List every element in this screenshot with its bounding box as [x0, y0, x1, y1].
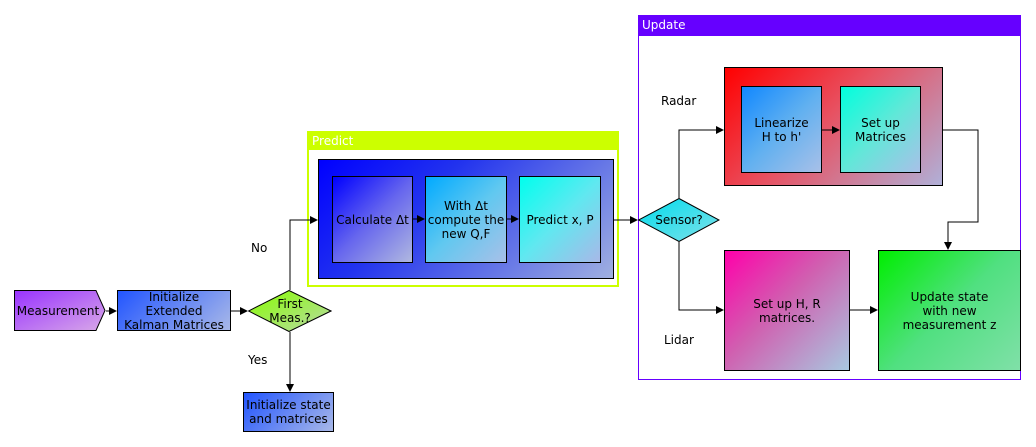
- radar-label: Radar: [661, 94, 697, 108]
- yes-label: Yes: [248, 353, 268, 367]
- linearize-box: Linearize H to h': [741, 86, 822, 173]
- arrow-first-meas-no: [289, 216, 318, 290]
- setup-hr-box: Set up H, R matrices.: [724, 250, 850, 371]
- initialize-ekf-box: Initialize Extended Kalman Matrices: [117, 290, 231, 332]
- update-container: Update: [638, 15, 1021, 380]
- predict-title: Predict: [309, 133, 617, 150]
- first-meas-label: First Meas.?: [269, 297, 311, 325]
- arrow-sensor-radar: [678, 126, 724, 198]
- lidar-label: Lidar: [664, 333, 694, 347]
- measurement-label: Measurement: [16, 303, 100, 318]
- predict-xp-box: Predict x, P: [519, 176, 601, 263]
- compute-qf-box: With Δt compute the new Q,F: [425, 176, 507, 263]
- arrow-sensor-lidar: [678, 242, 724, 314]
- calculate-dt-box: Calculate Δt: [332, 176, 413, 263]
- setup-matrices-box: Set up Matrices: [840, 86, 921, 173]
- sensor-diamond: [638, 198, 720, 242]
- no-label: No: [251, 241, 268, 255]
- first-meas-diamond: [248, 290, 332, 332]
- predict-container: Predict: [307, 131, 619, 287]
- initialize-state-box: Initialize state and matrices: [243, 392, 334, 432]
- measurement-node: [14, 290, 106, 331]
- sensor-label: Sensor?: [655, 213, 703, 227]
- update-state-box: Update state with new measurement z: [878, 250, 1021, 371]
- update-title: Update: [639, 16, 1020, 36]
- arrow-radar-to-update: [943, 129, 979, 250]
